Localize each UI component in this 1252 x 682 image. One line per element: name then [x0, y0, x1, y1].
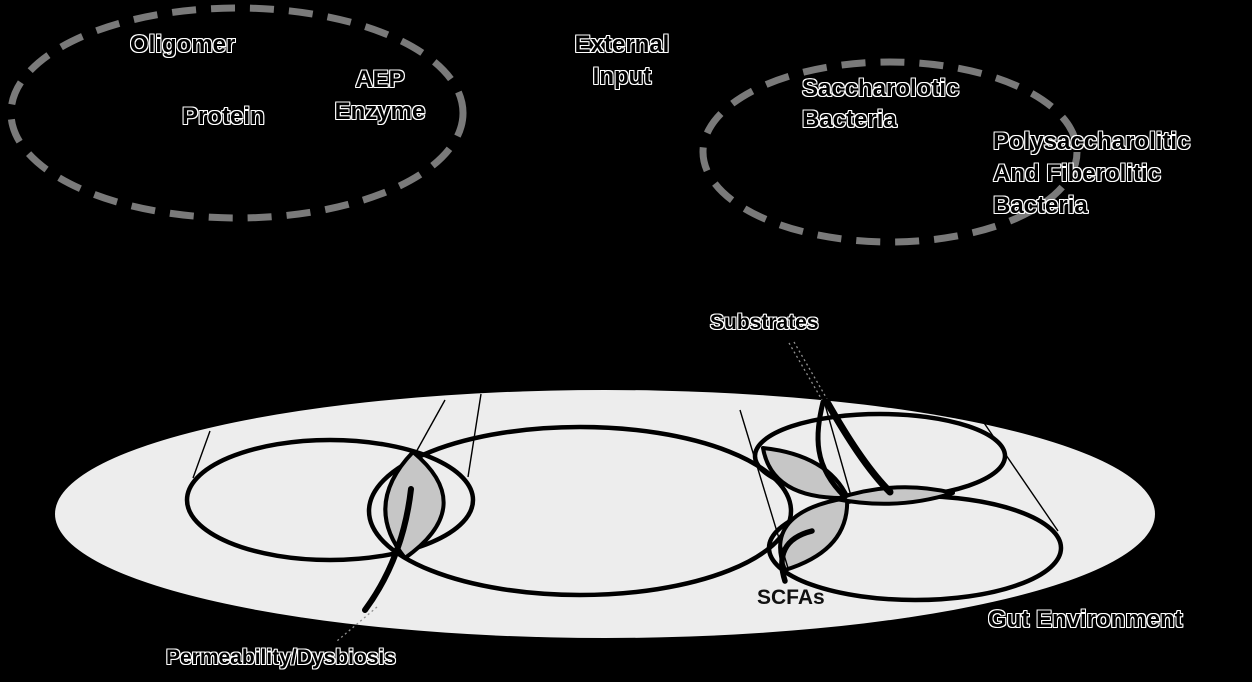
permeability-arrow-tail [336, 606, 378, 642]
label-sacch-line1: Saccharolotic [802, 75, 960, 102]
funnel-line-right-outer [739, 409, 789, 569]
arrow-tails [336, 341, 828, 642]
label-aep-line2: Enzyme [334, 98, 426, 125]
bacteria-group-dashed-ellipse [699, 58, 1081, 246]
label-gut-environment: Gut Environment [988, 606, 1183, 633]
label-saccharolotic-bacteria: Saccharolotic Bacteria [802, 73, 959, 135]
label-oligomer: Oligomer [130, 31, 236, 58]
horizontal-intersection-lens [834, 485, 955, 506]
label-substrates: Substrates [710, 311, 819, 334]
funnel-line-left-right [467, 393, 482, 478]
funnel-line-right-inner [823, 400, 852, 497]
label-poly-line2: And Fiberolitic [993, 160, 1161, 187]
funnel-line-left-outer [192, 430, 211, 479]
label-sacch-line2: Bacteria [802, 106, 897, 133]
thick-arrows [362, 398, 894, 613]
label-permeability-dysbiosis: Permeability/Dysbiosis [166, 646, 396, 669]
substrates-arrow-right [823, 398, 894, 496]
left-overlap-circle [184, 437, 476, 563]
center-overlap-ellipse [366, 424, 794, 598]
label-aep-enzyme: AEP Enzyme [319, 64, 441, 128]
substrates-arrow-tail-1 [788, 342, 823, 401]
substrates-arrow-tail-2 [793, 341, 828, 400]
label-external-line1: External [574, 31, 670, 58]
label-aep-line1: AEP [355, 66, 405, 93]
gut-plate-ellipse [55, 390, 1155, 638]
funnel-line-left-inner [414, 399, 446, 455]
scfa-hook-arrow [779, 528, 815, 584]
label-scfas: SCFAs [757, 586, 825, 609]
label-poly-line1: Polysaccharolitic [993, 128, 1191, 155]
permeability-arrow [362, 486, 414, 613]
substrates-arrow-left [815, 399, 848, 500]
label-polysaccharolitic-bacteria: Polysaccharolitic And Fiberolitic Bacter… [993, 126, 1190, 222]
label-protein: Protein [182, 103, 265, 130]
label-external-line2: Input [592, 63, 652, 90]
protein-group-dashed-ellipse [7, 4, 467, 222]
label-poly-line3: Bacteria [993, 192, 1088, 219]
label-external-input: External Input [558, 29, 686, 93]
funnel-lines [192, 393, 1059, 569]
funnel-line-right-far [979, 416, 1059, 532]
